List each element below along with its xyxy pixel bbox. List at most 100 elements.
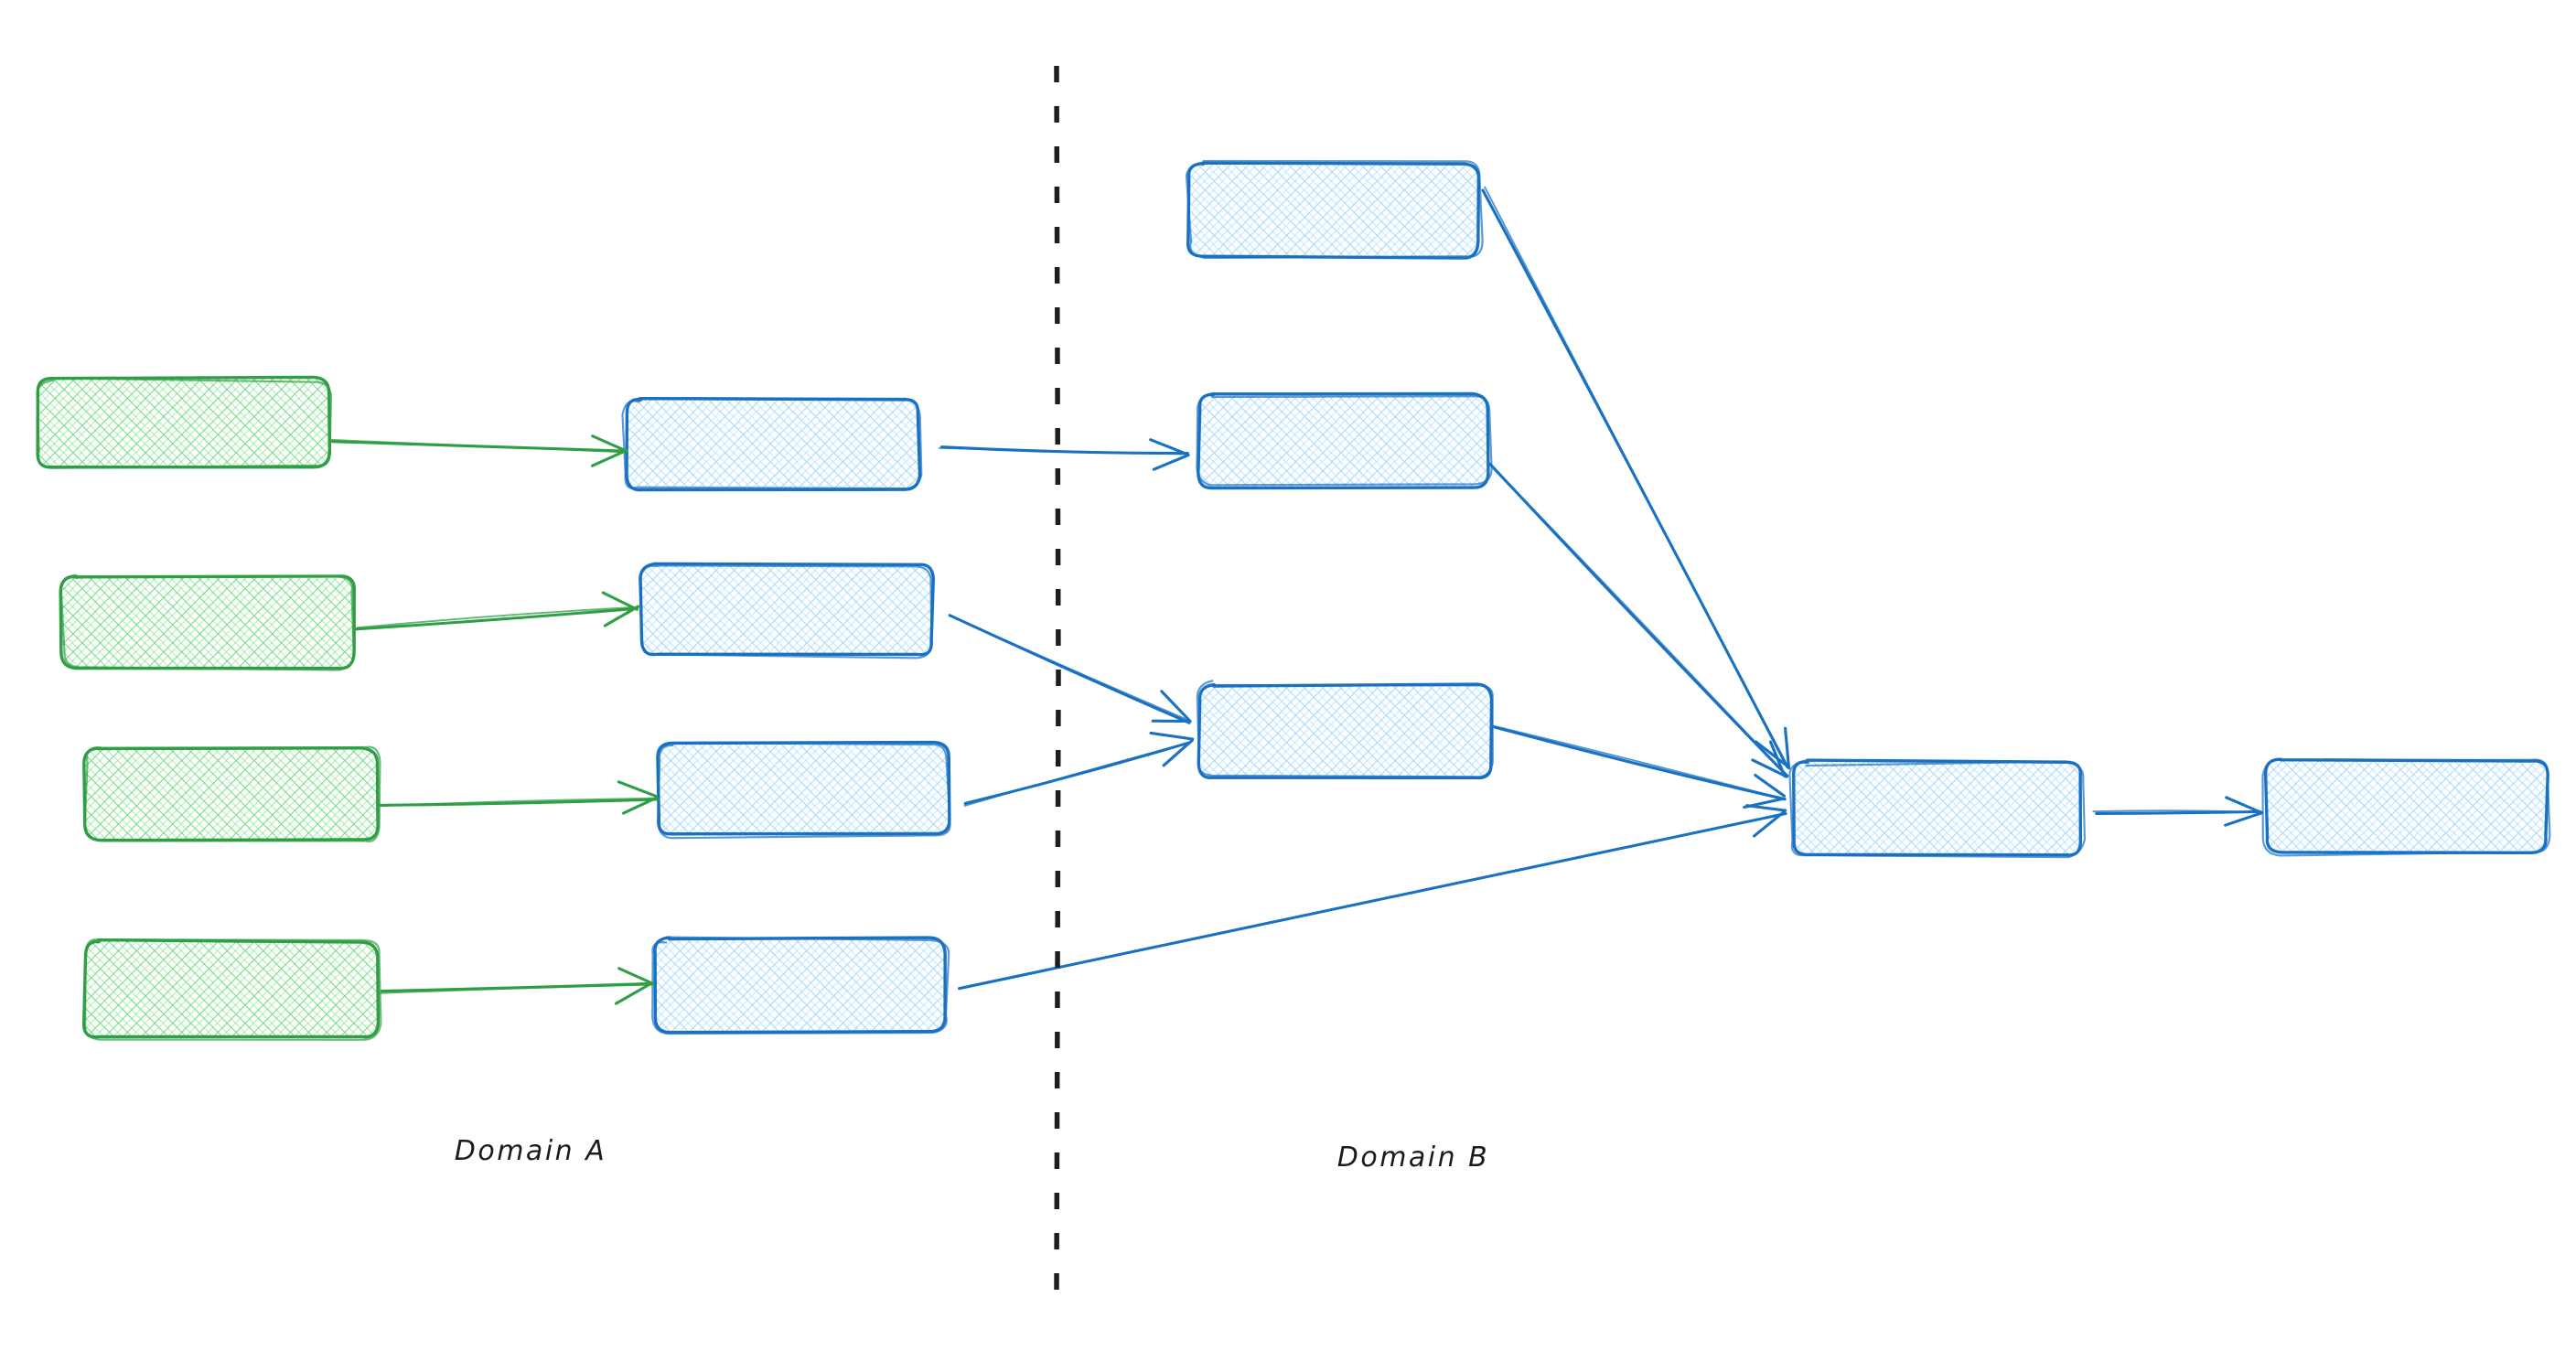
node-outline-b3 xyxy=(656,740,951,836)
node-outline-c2 xyxy=(1196,391,1493,487)
node-a3[interactable] xyxy=(81,745,381,843)
node-outline-e1 xyxy=(2261,757,2551,857)
edge-shaft xyxy=(380,981,655,993)
node-fill-b4 xyxy=(654,938,945,1032)
edge-arrowhead xyxy=(1754,740,1790,768)
node-outline-a4 xyxy=(84,938,382,1041)
edge-arrowhead xyxy=(1753,809,1787,838)
edge-arrowhead xyxy=(1743,797,1784,809)
node-d1[interactable] xyxy=(1788,757,2087,859)
node-outline-a2 xyxy=(59,574,355,671)
edge-arrowhead xyxy=(1754,773,1787,798)
edge-arrowhead xyxy=(617,967,655,985)
edge-arrowhead xyxy=(1160,690,1192,723)
edge-arrowhead xyxy=(2225,796,2263,815)
node-fill-a1 xyxy=(37,378,329,466)
edge-arrowhead xyxy=(617,780,657,798)
node-outline-b1 xyxy=(621,397,923,490)
node-fill-b1 xyxy=(627,398,919,489)
node-outline-b2 xyxy=(639,564,933,659)
label-domain-a: Domain A xyxy=(455,1135,606,1167)
edge-shaft xyxy=(329,438,628,454)
node-outline-c3 xyxy=(1196,680,1494,778)
edge-b3-c3[interactable] xyxy=(963,731,1195,807)
edge-c3-d1[interactable] xyxy=(1492,724,1787,809)
node-b2[interactable] xyxy=(637,561,936,659)
node-fill-a2 xyxy=(62,578,355,667)
node-c1[interactable] xyxy=(1185,159,1484,260)
edge-c2-d1[interactable] xyxy=(1488,462,1789,778)
node-fill-b3 xyxy=(659,743,950,836)
node-b1[interactable] xyxy=(621,394,923,493)
node-outline-c1 xyxy=(1185,159,1484,260)
node-c3[interactable] xyxy=(1196,680,1495,781)
node-c2[interactable] xyxy=(1195,391,1493,490)
node-fill-d1 xyxy=(1793,761,2081,855)
node-outline-c1 xyxy=(1186,161,1481,260)
edge-arrowhead xyxy=(1149,438,1189,456)
node-outline-a3 xyxy=(82,746,380,842)
domain-divider[interactable] xyxy=(1054,65,1061,1292)
label-domain-b: Domain B xyxy=(1337,1142,1490,1174)
edge-arrowhead xyxy=(1751,758,1788,778)
edge-shaft xyxy=(1493,725,1787,801)
edge-arrowhead xyxy=(1768,740,1787,778)
edge-arrowhead xyxy=(621,796,659,815)
node-b4[interactable] xyxy=(650,935,950,1035)
node-e1[interactable] xyxy=(2261,757,2551,857)
edge-arrowhead xyxy=(1152,454,1190,471)
edge-arrowhead xyxy=(614,981,653,1005)
edge-arrowhead xyxy=(590,448,628,467)
edge-arrowhead xyxy=(1162,738,1194,767)
node-b3[interactable] xyxy=(655,739,953,840)
edge-arrowhead xyxy=(2224,811,2264,827)
edge-a4-b4[interactable] xyxy=(378,967,655,1005)
edge-a3-b3[interactable] xyxy=(376,780,659,815)
edge-shaft xyxy=(940,445,1189,456)
edge-arrowhead xyxy=(603,605,639,627)
node-outline-b4 xyxy=(651,936,950,1035)
edge-shaft xyxy=(963,741,1191,807)
edge-shaft xyxy=(1492,724,1784,800)
edge-shaft xyxy=(353,606,639,631)
edge-shaft xyxy=(379,797,659,808)
node-fill-b2 xyxy=(640,564,931,656)
edge-arrowhead xyxy=(591,434,628,453)
edge-shaft xyxy=(356,606,641,629)
edge-shaft xyxy=(959,812,1786,990)
edge-shaft xyxy=(2092,809,2263,813)
node-layer xyxy=(33,159,2551,1042)
node-outline-d1 xyxy=(1788,759,2087,859)
node-a4[interactable] xyxy=(81,937,382,1042)
edge-d1-e1[interactable] xyxy=(2092,796,2264,827)
edge-shaft xyxy=(950,615,1192,723)
node-a1[interactable] xyxy=(33,374,333,470)
edge-arrowhead xyxy=(1784,726,1791,770)
edge-shaft xyxy=(1490,465,1788,777)
node-fill-c1 xyxy=(1189,165,1480,256)
node-outline-b3 xyxy=(656,741,951,840)
node-outline-a3 xyxy=(83,745,381,843)
edge-b1-c2[interactable] xyxy=(938,438,1190,471)
node-fill-c3 xyxy=(1200,684,1491,777)
divider-layer xyxy=(1054,65,1061,1292)
edge-b2-c3[interactable] xyxy=(948,614,1192,724)
edge-a2-b2[interactable] xyxy=(353,591,641,631)
node-fill-c2 xyxy=(1198,395,1489,487)
node-outline-a1 xyxy=(36,377,333,469)
edge-shaft xyxy=(1484,186,1788,767)
edge-arrowhead xyxy=(601,591,639,611)
edge-c1-d1[interactable] xyxy=(1481,186,1791,770)
node-a2[interactable] xyxy=(59,574,359,671)
edge-shaft xyxy=(378,983,655,994)
edge-b4-d1[interactable] xyxy=(958,804,1787,991)
node-outline-b4 xyxy=(653,936,947,1034)
edge-a1-b1[interactable] xyxy=(329,434,628,467)
label-layer: Domain A Domain B xyxy=(455,1135,1490,1174)
node-fill-a4 xyxy=(85,940,378,1038)
edge-layer xyxy=(329,186,2264,1005)
edge-arrowhead xyxy=(1149,731,1195,741)
node-fill-e1 xyxy=(2266,761,2548,851)
